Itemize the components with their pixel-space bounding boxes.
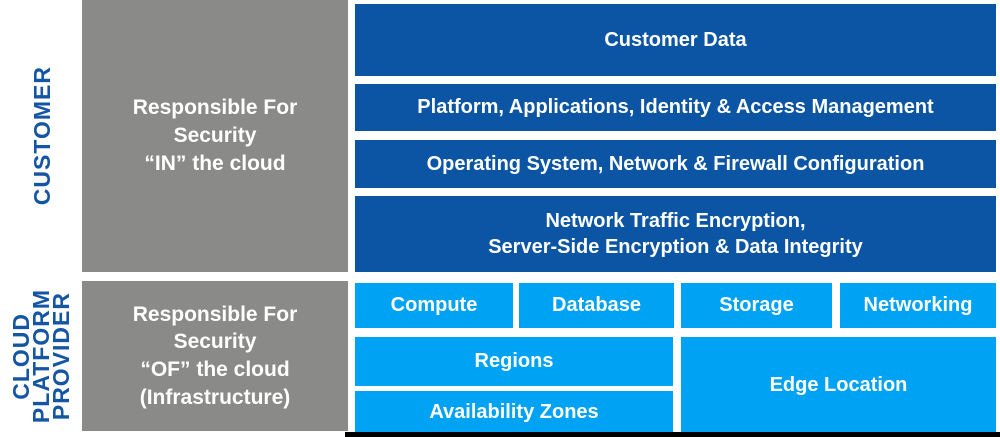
storage-label: Storage xyxy=(719,294,794,317)
networking-label: Networking xyxy=(863,294,973,317)
customer-responsibility-line: Security xyxy=(173,124,257,148)
compute-box: Compute xyxy=(355,283,513,328)
storage-box: Storage xyxy=(681,283,832,328)
regions-box: Regions xyxy=(355,337,673,386)
provider-responsibility-line: (Infrastructure) xyxy=(139,385,291,409)
os-network-firewall-box: Operating System, Network & Firewall Con… xyxy=(355,140,996,188)
customer-vertical-label: CUSTOMER xyxy=(29,66,56,206)
customer-rail: CUSTOMER xyxy=(18,0,68,272)
customer-data-label: Customer Data xyxy=(604,28,747,51)
encryption-integrity-line: Server-Side Encryption & Data Integrity xyxy=(488,236,863,258)
provider-responsibility-box: Responsible For Security “OF” the cloud … xyxy=(82,281,348,431)
availability-zones-box: Availability Zones xyxy=(355,391,673,433)
customer-responsibility-box: Responsible For Security “IN” the cloud xyxy=(82,0,348,272)
networking-box: Networking xyxy=(840,283,996,328)
provider-responsibility-line: Responsible For xyxy=(132,302,298,326)
provider-rail: CLOUD PLATFORM PROVIDER xyxy=(4,281,80,431)
customer-data-box: Customer Data xyxy=(355,4,996,76)
platform-iam-box: Platform, Applications, Identity & Acces… xyxy=(355,84,996,131)
provider-responsibility-line: “OF” the cloud xyxy=(140,358,290,381)
platform-iam-label: Platform, Applications, Identity & Acces… xyxy=(417,96,934,119)
provider-vertical-label-provider: PROVIDER xyxy=(47,291,74,421)
database-label: Database xyxy=(552,294,641,317)
customer-responsibility-line: “IN” the cloud xyxy=(144,151,286,175)
os-network-firewall-label: Operating System, Network & Firewall Con… xyxy=(426,152,925,175)
compute-label: Compute xyxy=(390,294,478,317)
database-box: Database xyxy=(519,283,674,328)
bottom-black-bar xyxy=(345,432,1000,437)
encryption-integrity-line: Network Traffic Encryption, xyxy=(545,209,806,232)
availability-zones-label: Availability Zones xyxy=(429,400,599,423)
provider-responsibility-line: Security xyxy=(173,330,257,354)
edge-location-box: Edge Location xyxy=(681,337,996,433)
encryption-integrity-box: Network Traffic Encryption, Server-Side … xyxy=(355,196,996,272)
customer-responsibility-line: Responsible For xyxy=(132,96,298,120)
edge-location-label: Edge Location xyxy=(769,373,908,396)
regions-label: Regions xyxy=(474,350,554,373)
